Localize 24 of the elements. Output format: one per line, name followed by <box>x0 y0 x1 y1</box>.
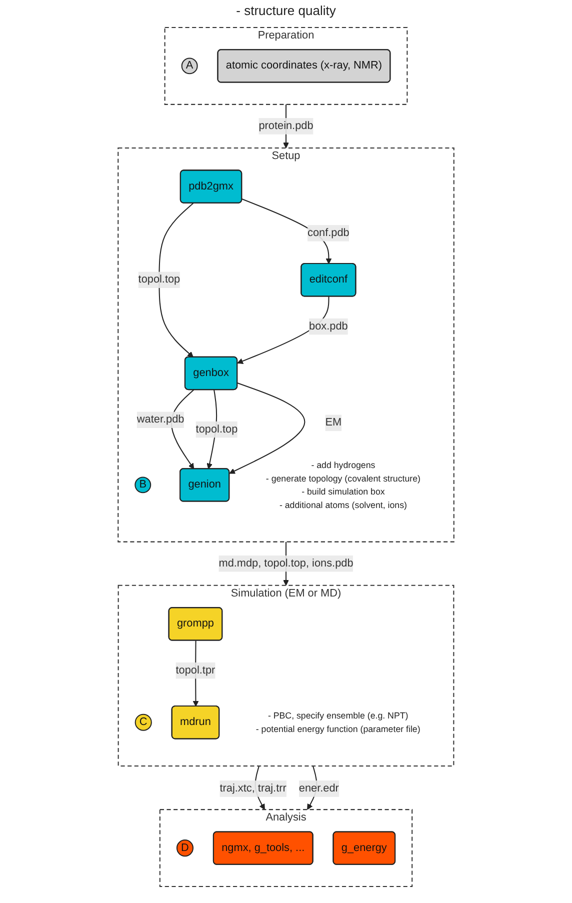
node-label: - build simulation box <box>302 486 385 497</box>
edge-label: conf.pdb <box>308 227 350 239</box>
node-label: - PBC, specify ensemble (e.g. NPT) <box>268 710 408 721</box>
node-label: - add hydrogens <box>311 460 376 470</box>
edge-label: topol.tpr <box>176 664 216 676</box>
edge-label: protein.pdb <box>258 120 314 132</box>
edge-label: water.pdb <box>136 414 184 426</box>
edge-label: traj.xtc, traj.trr <box>220 782 286 794</box>
edge-label: topol.top <box>196 423 238 435</box>
arrow <box>229 382 306 474</box>
node-label: - potential energy function (parameter file) <box>256 724 420 734</box>
note-text: - structure quality <box>236 3 336 18</box>
node-label: - generate topology (covalent structure) <box>266 473 420 484</box>
node-label: - additional atoms (solvent, ions) <box>279 500 407 510</box>
node-circle: D <box>176 840 194 857</box>
edge-label: topol.top <box>138 274 180 286</box>
node-circle: A <box>181 58 198 74</box>
node-circle: C <box>134 714 152 731</box>
edge-label: md.mdp, topol.top, ions.pdb <box>218 557 354 570</box>
edge-label: ener.edr <box>298 782 339 794</box>
edge-label: EM <box>325 416 342 428</box>
arrow <box>158 202 194 358</box>
edge-label: box.pdb <box>309 320 348 332</box>
node-circle: B <box>134 476 152 494</box>
